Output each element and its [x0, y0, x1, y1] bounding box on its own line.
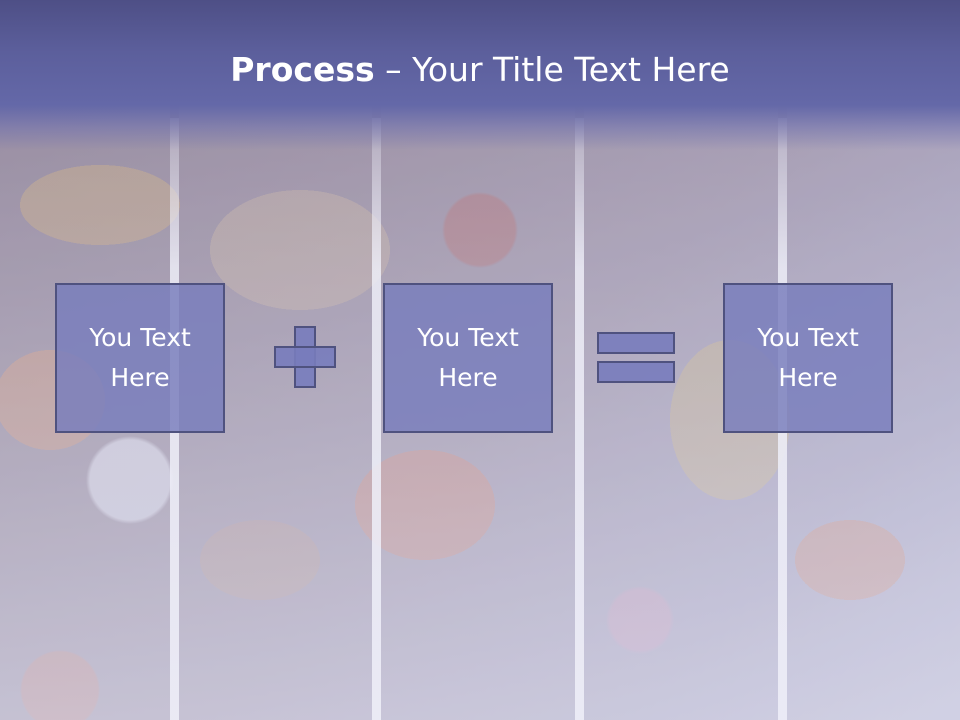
column-divider: [575, 118, 584, 720]
title-bold: Process: [230, 50, 375, 89]
process-box-label: You Text Here: [417, 323, 519, 392]
process-box-2[interactable]: You Text Here: [383, 283, 553, 433]
title-rest: – Your Title Text Here: [374, 50, 730, 89]
column-divider: [372, 118, 381, 720]
process-box-1[interactable]: You Text Here: [55, 283, 225, 433]
slide-title[interactable]: Process – Your Title Text Here: [0, 50, 960, 89]
process-box-3[interactable]: You Text Here: [723, 283, 893, 433]
process-box-label: You Text Here: [757, 323, 859, 392]
plus-icon: [274, 326, 336, 388]
equals-icon: [597, 332, 677, 384]
process-box-label: You Text Here: [89, 323, 191, 392]
title-bar: [0, 0, 960, 150]
